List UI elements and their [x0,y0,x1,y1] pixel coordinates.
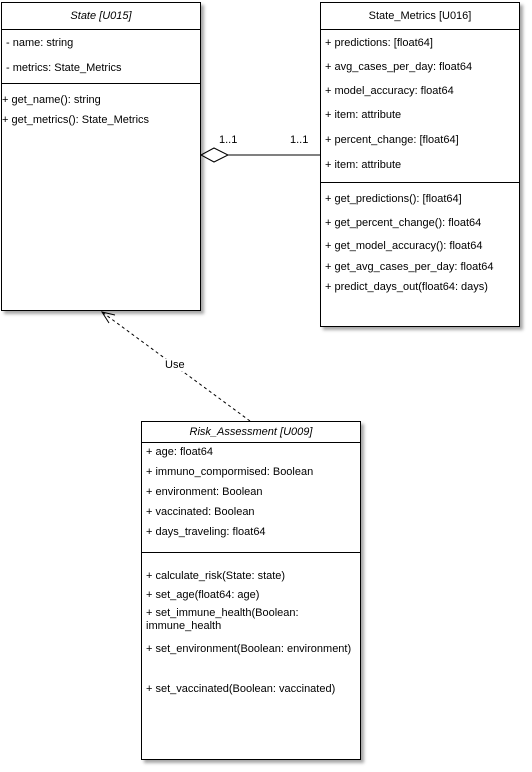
class-title: Risk_Assessment [U009] [142,422,360,443]
method-row: + set_environment(Boolean: environment) [146,643,352,655]
class-title: State [U015] [2,3,200,30]
method-row: + get_name(): string [2,94,101,106]
method-row: + get_avg_cases_per_day: float64 [325,261,494,273]
attribute-row: + environment: Boolean [146,486,263,498]
attribute-row: + avg_cases_per_day: float64 [325,61,473,73]
class-title: State_Metrics [U016] [321,3,519,30]
method-row: + get_percent_change(): float64 [325,217,482,229]
method-row: + get_model_accuracy(): float64 [325,240,483,252]
attribute-row: + item: attribute [325,109,402,121]
class-state-metrics[interactable]: State_Metrics [U016] + predictions: [flo… [320,2,520,327]
attribute-row: - name: string [6,37,74,49]
method-row: + predict_days_out(float64: days) [325,281,488,293]
attribute-row: + age: float64 [146,446,213,458]
class-risk-assessment[interactable]: Risk_Assessment [U009] + age: float64 + … [141,421,361,760]
attribute-row: - metrics: State_Metrics [6,62,122,74]
attribute-row: + vaccinated: Boolean [146,506,255,518]
method-row: + calculate_risk(State: state) [146,570,286,582]
attribute-row: + immuno_compormised: Boolean [146,466,314,478]
dependency-label: Use [164,359,186,371]
method-row: + get_metrics(): State_Metrics [2,114,150,126]
method-row: + set_immune_health(Boolean: immune_heal… [146,607,299,632]
aggregation-edge[interactable] [199,147,320,163]
compartment-divider [2,83,200,84]
method-row: + get_predictions(): [float64] [325,193,462,205]
class-state[interactable]: State [U015] - name: string - metrics: S… [1,2,201,311]
method-row: + set_age(float64: age) [146,589,260,601]
compartment-divider [142,552,360,553]
aggregation-diamond-icon [199,147,230,163]
aggregation-source-multiplicity: 1..1 [219,134,238,146]
aggregation-target-multiplicity: 1..1 [290,134,309,146]
attribute-row: + percent_change: [float64] [325,134,459,146]
attribute-row: + days_traveling: float64 [146,526,266,538]
method-row: + set_vaccinated(Boolean: vaccinated) [146,683,336,695]
compartment-divider [321,182,519,183]
attribute-row: + item: attribute [325,159,402,171]
open-arrow-icon [100,311,116,324]
attribute-row: + model_accuracy: float64 [325,85,454,97]
attribute-row: + predictions: [float64] [325,37,433,49]
